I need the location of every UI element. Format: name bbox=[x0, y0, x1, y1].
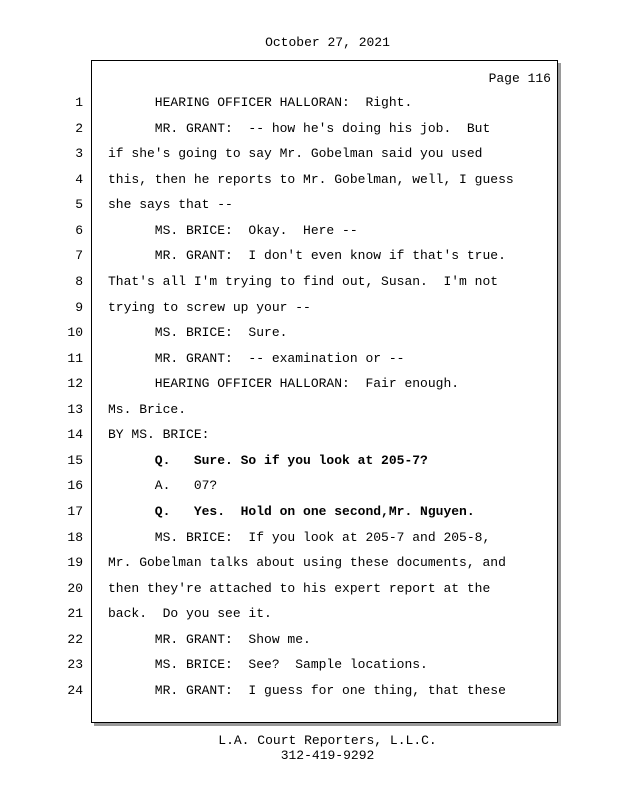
line-number: 12 bbox=[67, 376, 83, 392]
transcript-line: 5 she says that -- bbox=[0, 192, 618, 218]
line-number: 20 bbox=[67, 580, 83, 596]
line-number: 23 bbox=[67, 657, 83, 673]
line-number: 15 bbox=[67, 452, 83, 468]
line-number: 21 bbox=[67, 606, 83, 622]
line-text: That's all I'm trying to find out, Susan… bbox=[108, 273, 499, 289]
line-text: if she's going to say Mr. Gobelman said … bbox=[108, 146, 483, 162]
transcript-lines: 1 HEARING OFFICER HALLORAN: Right.2 MR. … bbox=[0, 90, 618, 704]
transcript-line: 15 Q. Sure. So if you look at 205-7? bbox=[0, 448, 618, 474]
line-text: Q. Sure. So if you look at 205-7? bbox=[108, 452, 428, 468]
transcript-line: 19 Mr. Gobelman talks about using these d… bbox=[0, 550, 618, 576]
line-number: 16 bbox=[67, 478, 83, 494]
line-number: 18 bbox=[67, 529, 83, 545]
line-text: she says that -- bbox=[108, 197, 233, 213]
transcript-line: 6 MS. BRICE: Okay. Here -- bbox=[0, 218, 618, 244]
line-text: trying to screw up your -- bbox=[108, 299, 311, 315]
transcript-date: October 27, 2021 bbox=[265, 35, 390, 50]
transcript-line: 4 this, then he reports to Mr. Gobelman, … bbox=[0, 167, 618, 193]
line-text: MS. BRICE: If you look at 205-7 and 205-… bbox=[108, 529, 491, 545]
transcript-line: 10 MS. BRICE: Sure. bbox=[0, 320, 618, 346]
transcript-line: 22 MR. GRANT: Show me. bbox=[0, 627, 618, 653]
line-number: 11 bbox=[67, 350, 83, 366]
line-number: 9 bbox=[75, 299, 83, 315]
line-text: Q. Yes. Hold on one second,Mr. Nguyen. bbox=[108, 504, 475, 519]
line-text: then they're attached to his expert repo… bbox=[108, 580, 491, 596]
line-number: 8 bbox=[75, 273, 83, 289]
line-text: Mr. Gobelman talks about using these doc… bbox=[108, 555, 506, 571]
line-text: Ms. Brice. bbox=[108, 401, 187, 417]
transcript-line: 12 HEARING OFFICER HALLORAN: Fair enough… bbox=[0, 371, 618, 397]
reporter-phone: 312-419-9292 bbox=[280, 748, 375, 763]
transcript-line: 23 MS. BRICE: See? Sample locations. bbox=[0, 652, 618, 678]
line-number: 14 bbox=[67, 427, 83, 443]
transcript-line: 16 A. 07? bbox=[0, 473, 618, 499]
transcript-line: 3 if she's going to say Mr. Gobelman said… bbox=[0, 141, 618, 167]
line-number: 24 bbox=[67, 682, 83, 698]
line-number: 10 bbox=[67, 325, 83, 341]
line-text: MR. GRANT: -- how he's doing his job. Bu… bbox=[108, 120, 491, 136]
transcript-line: 8 That's all I'm trying to find out, Susa… bbox=[0, 269, 618, 295]
transcript-line: 9 trying to screw up your -- bbox=[0, 295, 618, 321]
line-text: MR. GRANT: I don't even know if that's t… bbox=[108, 248, 506, 264]
line-text: MS. BRICE: Sure. bbox=[108, 325, 288, 341]
transcript-line: 14 BY MS. BRICE: bbox=[0, 422, 618, 448]
line-text: back. Do you see it. bbox=[108, 606, 272, 622]
page-number: Page 116 bbox=[488, 71, 551, 86]
line-text: MR. GRANT: I guess for one thing, that t… bbox=[108, 682, 506, 698]
line-text: HEARING OFFICER HALLORAN: Fair enough. bbox=[108, 376, 460, 392]
line-number: 17 bbox=[67, 504, 83, 519]
line-number: 6 bbox=[75, 222, 83, 238]
line-number: 4 bbox=[75, 171, 83, 187]
transcript-line: 21 back. Do you see it. bbox=[0, 601, 618, 627]
line-number: 19 bbox=[67, 555, 83, 571]
reporter-company: L.A. Court Reporters, L.L.C. bbox=[218, 733, 437, 748]
transcript-line: 13 Ms. Brice. bbox=[0, 397, 618, 423]
line-number: 13 bbox=[67, 401, 83, 417]
line-number: 22 bbox=[67, 631, 83, 647]
line-text: BY MS. BRICE: bbox=[108, 427, 210, 443]
transcript-line: 24 MR. GRANT: I guess for one thing, tha… bbox=[0, 678, 618, 704]
transcript-line: 7 MR. GRANT: I don't even know if that's… bbox=[0, 243, 618, 269]
transcript-line: 11 MR. GRANT: -- examination or -- bbox=[0, 346, 618, 372]
line-text: MS. BRICE: Okay. Here -- bbox=[108, 222, 358, 238]
line-text: MR. GRANT: -- examination or -- bbox=[108, 350, 405, 366]
line-number: 3 bbox=[75, 146, 83, 162]
transcript-line: 1 HEARING OFFICER HALLORAN: Right. bbox=[0, 90, 618, 116]
transcript-line: 17 Q. Yes. Hold on one second,Mr. Nguyen… bbox=[0, 499, 618, 525]
line-text: A. 07? bbox=[108, 478, 218, 494]
transcript-line: 20 then they're attached to his expert re… bbox=[0, 576, 618, 602]
line-number: 1 bbox=[75, 95, 83, 110]
line-text: MS. BRICE: See? Sample locations. bbox=[108, 657, 428, 673]
line-number: 5 bbox=[75, 197, 83, 213]
line-text: this, then he reports to Mr. Gobelman, w… bbox=[108, 171, 514, 187]
line-number: 7 bbox=[75, 248, 83, 264]
transcript-line: 18 MS. BRICE: If you look at 205-7 and 2… bbox=[0, 525, 618, 551]
transcript-page-frame bbox=[91, 60, 558, 723]
line-text: HEARING OFFICER HALLORAN: Right. bbox=[108, 95, 413, 110]
transcript-line: 2 MR. GRANT: -- how he's doing his job. … bbox=[0, 116, 618, 142]
line-number: 2 bbox=[75, 120, 83, 136]
line-text: MR. GRANT: Show me. bbox=[108, 631, 311, 647]
